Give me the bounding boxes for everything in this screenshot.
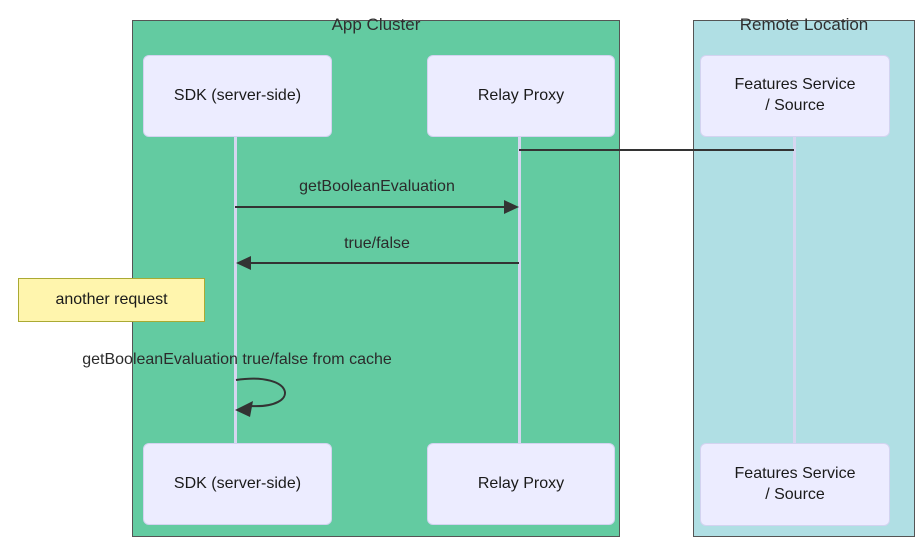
actor-features-service-bottom: Features Service / Source	[700, 443, 890, 526]
note-text: another request	[55, 291, 168, 308]
actor-features-label-line1: Features Service	[734, 464, 856, 482]
lifeline-relay-proxy	[518, 137, 521, 443]
actor-features-label-line1: Features Service	[734, 76, 856, 94]
actor-sdk-label: SDK (server-side)	[173, 474, 302, 492]
actor-relay-proxy-top: Relay Proxy	[427, 55, 615, 137]
actor-sdk-top: SDK (server-side)	[143, 55, 332, 137]
message-get-boolean-evaluation: getBooleanEvaluation	[299, 178, 455, 195]
lifeline-features-service	[793, 137, 796, 443]
note-another-request: another request	[18, 278, 205, 322]
app-cluster-title: App Cluster	[331, 15, 421, 34]
actor-relay-label: Relay Proxy	[477, 86, 565, 104]
actor-relay-proxy-bottom: Relay Proxy	[427, 443, 615, 525]
actor-features-service-top: Features Service / Source	[700, 55, 890, 137]
actor-relay-label: Relay Proxy	[477, 474, 565, 492]
message-cache-self-loop: getBooleanEvaluation true/false from cac…	[82, 351, 392, 368]
actor-sdk-label: SDK (server-side)	[173, 86, 302, 104]
message-true-false: true/false	[344, 235, 410, 252]
actor-features-label-line2: / Source	[765, 97, 825, 114]
actor-sdk-bottom: SDK (server-side)	[143, 443, 332, 525]
actor-features-label-line2: / Source	[765, 485, 825, 503]
remote-location-title: Remote Location	[739, 15, 869, 34]
lifeline-sdk	[234, 137, 237, 443]
